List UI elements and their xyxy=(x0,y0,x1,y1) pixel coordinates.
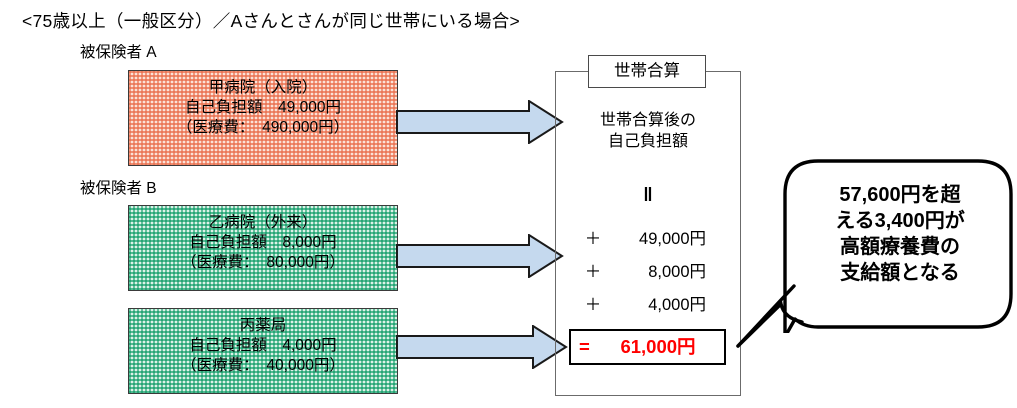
flow-arrow-3-icon xyxy=(396,325,568,369)
callout-tail-icon xyxy=(736,284,804,348)
total-amount: 61,000円 xyxy=(620,336,696,357)
provider-medical-cost: （医療費： 490,000円） xyxy=(176,119,350,137)
provider-box-hospital-otsu: 乙病院（外来） 自己負担額 8,000円 （医療費： 80,000円） xyxy=(128,205,398,291)
sum-amount: 4,000円 xyxy=(648,296,706,314)
provider-self-pay: 自己負担額 8,000円 xyxy=(189,234,337,252)
household-total-inner: = 61,000円 xyxy=(571,331,724,363)
household-aggregation-header: 世帯合算 xyxy=(588,55,706,88)
provider-medical-cost: （医療費： 40,000円） xyxy=(181,357,345,375)
household-caption-line-1: 世帯合算後の xyxy=(599,112,696,129)
provider-self-pay: 自己負担額 4,000円 xyxy=(189,337,337,355)
callout-text: 57,600円を超 える3,400円が 高額療養費の 支給額となる xyxy=(800,182,1000,286)
insured-person-a-label: 被保険者 A xyxy=(80,44,157,61)
sum-operator: ＋ xyxy=(584,296,602,314)
page-title: <75歳以上（一般区分）／Aさんとさんが同じ世帯にいる場合> xyxy=(22,11,521,31)
sum-amount: 8,000円 xyxy=(648,263,706,281)
sum-operator: ＋ xyxy=(584,230,602,248)
flow-arrow-2-icon xyxy=(396,234,564,278)
flow-arrow-1-icon xyxy=(396,100,564,144)
provider-name: 甲病院（入院） xyxy=(208,79,318,96)
callout-line-3: 高額療養費の xyxy=(840,236,960,258)
total-operator: = xyxy=(579,336,590,357)
sum-amount: 49,000円 xyxy=(639,230,706,248)
provider-name: 乙病院（外来） xyxy=(208,214,318,231)
household-total-box: = 61,000円 xyxy=(569,329,726,365)
provider-box-pharmacy-hei: 丙薬局 自己負担額 4,000円 （医療費： 40,000円） xyxy=(128,308,398,394)
household-caption: 世帯合算後の 自己負担額 xyxy=(555,110,741,152)
provider-self-pay: 自己負担額 49,000円 xyxy=(185,99,341,117)
callout-bubble xyxy=(783,159,1013,333)
household-caption-line-2: 自己負担額 xyxy=(607,133,688,151)
callout-line-1: 57,600円を超 xyxy=(839,184,961,206)
provider-name: 丙薬局 xyxy=(239,317,287,334)
callout-line-4: 支給額となる xyxy=(840,262,960,284)
insured-person-b-label: 被保険者 B xyxy=(80,180,157,197)
equals-mark: ǁ xyxy=(643,185,653,206)
callout-line-2: える3,400円が xyxy=(835,210,965,232)
provider-box-hospital-ko: 甲病院（入院） 自己負担額 49,000円 （医療費： 490,000円） xyxy=(128,70,398,166)
sum-operator: ＋ xyxy=(584,263,602,281)
provider-medical-cost: （医療費： 80,000円） xyxy=(181,254,345,272)
